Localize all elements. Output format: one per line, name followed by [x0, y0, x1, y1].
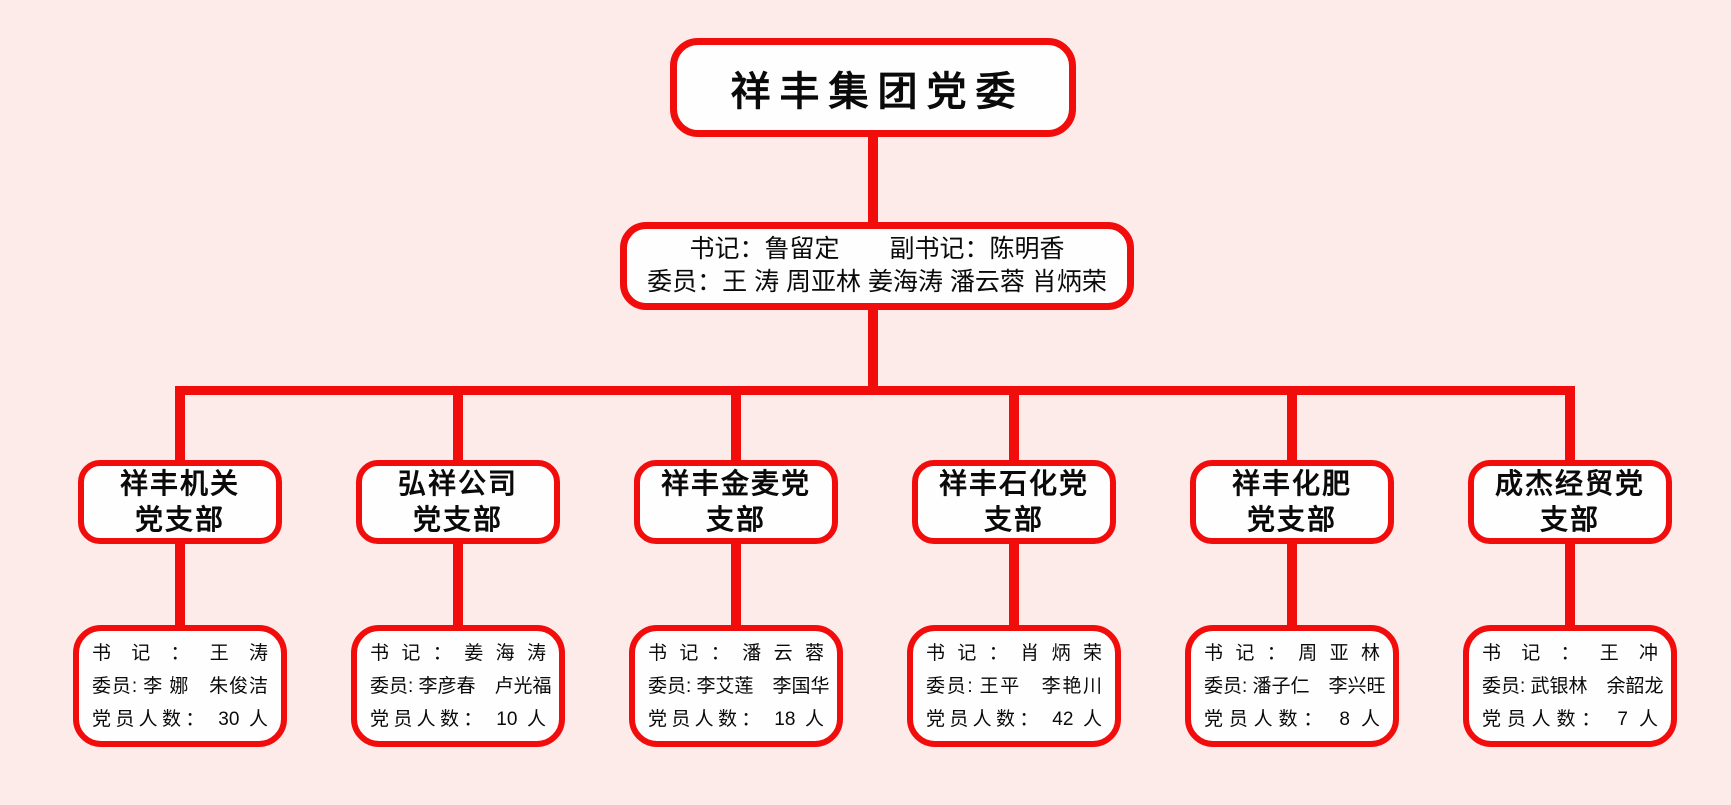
committee-box: 书记：鲁留定 副书记：陈明香 委员：王 涛 周亚林 姜海涛 潘云蓉 肖炳荣 — [620, 222, 1134, 310]
connector-rail-drop — [1565, 386, 1575, 464]
branch-members: 委员: 李 娜 朱俊洁 — [92, 675, 268, 697]
root-box: 祥丰集团党委 — [670, 38, 1076, 137]
branch-secretary: 书 记 ： 潘 云 蓉 — [648, 642, 824, 664]
branch-members: 委员: 李艾莲 李国华 — [648, 675, 830, 697]
branch-title-line2: 党支部 — [1246, 504, 1337, 535]
branch-title-line2: 党支部 — [134, 504, 225, 535]
root-title: 祥丰集团党委 — [730, 69, 1025, 114]
branch-detail-box: 书 记 ： 姜 海 涛 委员: 李彦春 卢光福 党员人数： 10 人 — [351, 625, 565, 747]
branch-title-line2: 支部 — [705, 504, 766, 535]
branch-members: 委员: 潘子仁 李兴旺 — [1204, 675, 1386, 697]
connector-title-to-detail — [1565, 540, 1575, 630]
branch-detail-box: 书 记 ： 肖 炳 荣 委员: 王平 李艳川 党员人数： 42 人 — [907, 625, 1121, 747]
branch-title-line1: 弘祥公司 — [397, 468, 518, 499]
branch-title-box: 祥丰金麦党 支部 — [634, 460, 838, 544]
branch-detail-box: 书 记 ： 潘 云 蓉 委员: 李艾莲 李国华 党员人数： 18 人 — [629, 625, 843, 747]
branch-members: 委员: 李彦春 卢光福 — [370, 675, 552, 697]
branch-title-line1: 祥丰化肥 — [1231, 468, 1352, 499]
branch-title-box: 成杰经贸党 支部 — [1468, 460, 1672, 544]
branch-members: 委员: 王平 李艳川 — [926, 675, 1102, 697]
connector-title-to-detail — [1287, 540, 1297, 630]
connector-title-to-detail — [175, 540, 185, 630]
connector-horizontal-rail — [175, 386, 1575, 395]
branch-title-box: 祥丰石化党 支部 — [912, 460, 1116, 544]
branch-secretary: 书 记 ： 王 涛 — [92, 642, 268, 664]
connector-root-to-committee — [868, 135, 878, 224]
branch-title-line2: 支部 — [983, 504, 1044, 535]
branch-detail-box: 书 记 ： 王 冲 委员: 武银林 余韶龙 党员人数： 7 人 — [1463, 625, 1677, 747]
branch-member-count: 党员人数： 8 人 — [1204, 708, 1380, 730]
branch-secretary: 书 记 ： 王 冲 — [1482, 642, 1658, 664]
connector-rail-drop — [1287, 386, 1297, 464]
branch-member-count: 党员人数： 30 人 — [92, 708, 268, 730]
connector-rail-drop — [731, 386, 741, 464]
branch-title-line1: 成杰经贸党 — [1494, 468, 1645, 499]
branch-title-box: 祥丰机关 党支部 — [78, 460, 282, 544]
branch-title-line2: 党支部 — [412, 504, 503, 535]
branch-title-line1: 祥丰机关 — [119, 468, 240, 499]
branch-title-line1: 祥丰金麦党 — [660, 468, 811, 499]
branch-title-box: 弘祥公司 党支部 — [356, 460, 560, 544]
committee-line1: 书记：鲁留定 副书记：陈明香 — [689, 235, 1065, 263]
committee-line2: 委员：王 涛 周亚林 姜海涛 潘云蓉 肖炳荣 — [647, 268, 1107, 296]
branch-title-box: 祥丰化肥 党支部 — [1190, 460, 1394, 544]
branch-title-line2: 支部 — [1539, 504, 1600, 535]
connector-rail-drop — [1009, 386, 1019, 464]
branch-member-count: 党员人数： 42 人 — [926, 708, 1102, 730]
branch-members: 委员: 武银林 余韶龙 — [1482, 675, 1664, 697]
connector-committee-to-rail — [868, 308, 878, 392]
branch-member-count: 党员人数： 10 人 — [370, 708, 546, 730]
connector-rail-drop — [175, 386, 185, 464]
branch-secretary: 书 记 ： 周 亚 林 — [1204, 642, 1380, 664]
connector-rail-drop — [453, 386, 463, 464]
branch-secretary: 书 记 ： 姜 海 涛 — [370, 642, 546, 664]
branch-member-count: 党员人数： 7 人 — [1482, 708, 1658, 730]
branch-title-line1: 祥丰石化党 — [938, 468, 1089, 499]
branch-detail-box: 书 记 ： 周 亚 林 委员: 潘子仁 李兴旺 党员人数： 8 人 — [1185, 625, 1399, 747]
connector-title-to-detail — [1009, 540, 1019, 630]
branch-member-count: 党员人数： 18 人 — [648, 708, 824, 730]
connector-title-to-detail — [731, 540, 741, 630]
branch-secretary: 书 记 ： 肖 炳 荣 — [926, 642, 1102, 664]
branch-detail-box: 书 记 ： 王 涛 委员: 李 娜 朱俊洁 党员人数： 30 人 — [73, 625, 287, 747]
connector-title-to-detail — [453, 540, 463, 630]
